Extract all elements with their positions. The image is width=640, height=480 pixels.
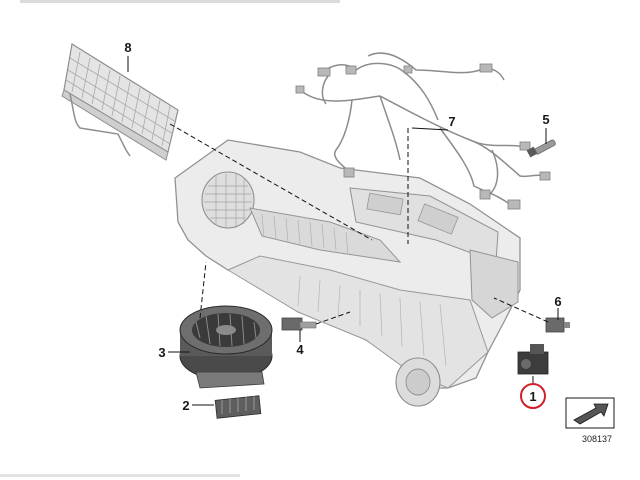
hvac-housing xyxy=(174,139,521,407)
callout-7[interactable]: 7 xyxy=(448,114,455,129)
part-8-filter-panel xyxy=(61,43,179,161)
part-3-blower-motor xyxy=(179,305,273,389)
callout-4[interactable]: 4 xyxy=(296,342,304,357)
callout-6[interactable]: 6 xyxy=(554,294,561,309)
callout-1-highlighted[interactable]: 1 xyxy=(520,383,546,409)
callout-8-label: 8 xyxy=(124,40,131,55)
part-6-actuator xyxy=(545,317,570,333)
leader-lines xyxy=(127,56,559,406)
callout-5-label: 5 xyxy=(542,112,549,127)
part-5-sensor xyxy=(526,139,556,158)
callout-2-label: 2 xyxy=(182,398,189,413)
part-2-blower-resistor xyxy=(214,395,262,419)
reference-number: 308137 xyxy=(582,434,612,444)
callout-6-label: 6 xyxy=(554,294,561,309)
callout-8[interactable]: 8 xyxy=(124,40,131,55)
callout-5[interactable]: 5 xyxy=(542,112,549,127)
part-4-connector xyxy=(281,317,317,331)
part-1-servo-motor xyxy=(517,344,549,375)
highlight-ring xyxy=(520,383,546,409)
callout-3-label: 3 xyxy=(158,345,165,360)
cropped-header-text xyxy=(20,0,340,3)
callout-2[interactable]: 2 xyxy=(182,398,189,413)
callout-7-label: 7 xyxy=(448,114,455,129)
direction-arrow-icon xyxy=(565,397,615,429)
callout-1-label: 1 xyxy=(529,389,536,404)
cropped-footer-text xyxy=(0,474,240,477)
callout-3[interactable]: 3 xyxy=(158,345,165,360)
callout-4-label: 4 xyxy=(296,342,304,357)
harness-connectors xyxy=(295,63,551,210)
